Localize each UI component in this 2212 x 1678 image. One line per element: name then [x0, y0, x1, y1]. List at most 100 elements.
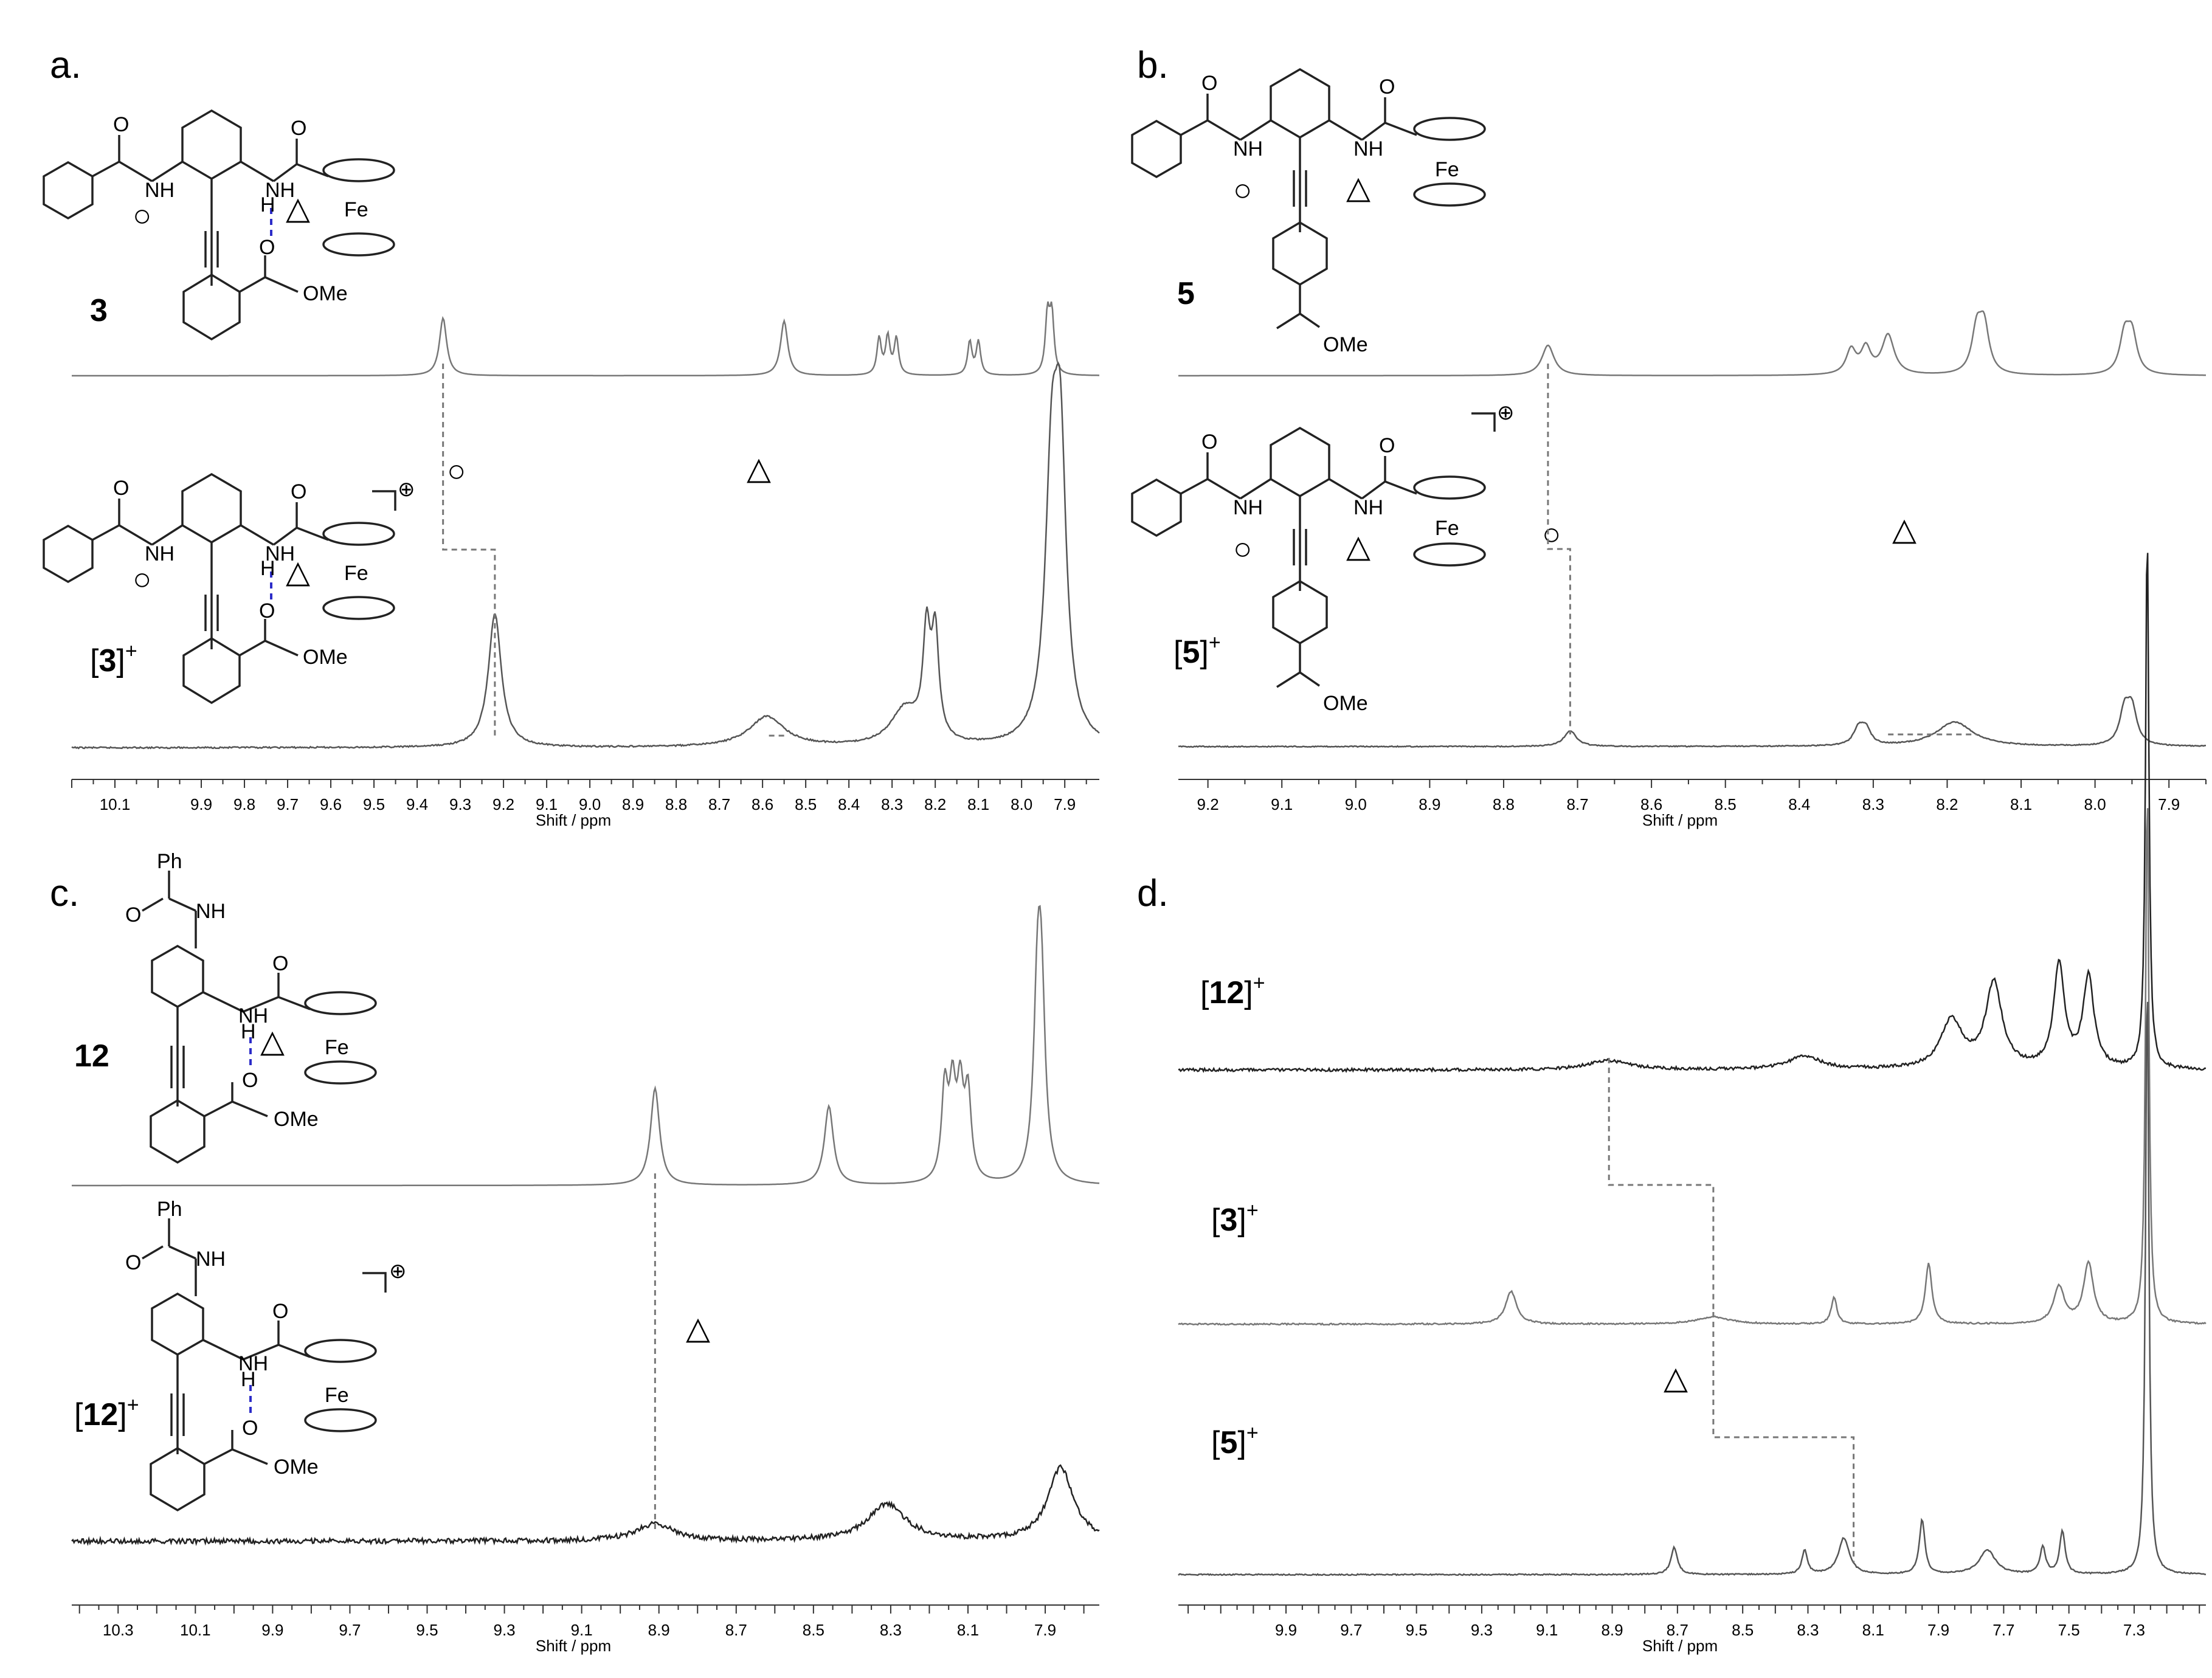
chem-label: O [272, 952, 288, 975]
chem-label: NH [265, 542, 295, 565]
spectrum-trace [1178, 553, 2207, 1073]
spectrum-trace [72, 905, 1100, 1187]
x-tick-label: 8.7 [1566, 795, 1588, 813]
compound-label-12-cation: [12]+ [74, 1393, 139, 1432]
compound-label-12-cation: [12]+ [1200, 972, 1265, 1010]
chem-label: Fe [1435, 517, 1459, 540]
x-tick-label: 9.2 [1197, 795, 1219, 813]
triangle-marker: △ [686, 1311, 710, 1346]
x-tick-label: 8.9 [1419, 795, 1440, 813]
spectrum-trace [72, 301, 1099, 377]
triangle-marker: △ [286, 554, 310, 590]
compound-label-5-cation: [5]+ [1173, 631, 1221, 670]
x-tick-label: 8.5 [1732, 1621, 1754, 1639]
triangle-marker: △ [1346, 170, 1370, 205]
x-tick-label: 9.9 [1275, 1621, 1297, 1639]
x-tick-label: 7.9 [1927, 1621, 1949, 1639]
chem-label: NH [1353, 496, 1383, 519]
structure-5 [1131, 67, 1486, 330]
compound-label-3-cation: [3]+ [1211, 1199, 1259, 1238]
x-tick-label: 8.8 [1493, 795, 1515, 813]
chem-label: NH [238, 1004, 268, 1027]
chem-label: H [260, 557, 275, 580]
x-tick-label: 8.9 [1601, 1621, 1623, 1639]
chem-label: OMe [303, 282, 348, 305]
chem-label: O [242, 1417, 258, 1440]
spectrum-trace [1178, 808, 2207, 1326]
chem-label: NH [238, 1352, 268, 1375]
x-tick-label: 8.1 [2010, 795, 2032, 813]
x-tick-label: 8.7 [725, 1621, 747, 1639]
x-tick-label: 7.9 [1054, 795, 1076, 813]
triangle-marker: △ [286, 191, 310, 226]
shift-connector [1608, 1058, 1715, 1312]
x-tick-label: 9.1 [571, 1621, 593, 1639]
circle-marker: ○ [1542, 517, 1561, 552]
spectrum-trace [71, 361, 1100, 750]
chem-label: OMe [1323, 333, 1368, 356]
x-tick-label: 8.2 [924, 795, 946, 813]
x-tick-label: 9.6 [320, 795, 342, 813]
x-tick-label: 8.9 [648, 1621, 670, 1639]
x-axis-title: Shift / ppm [536, 1637, 611, 1655]
shift-connector [442, 364, 496, 736]
panel-a: a. O NH O NH [43, 44, 771, 705]
chem-label: Fe [344, 198, 368, 221]
x-axis-title: Shift / ppm [1642, 811, 1718, 829]
chem-label: NH [1233, 496, 1263, 519]
spectrum-trace [1178, 1001, 2207, 1576]
chem-label: O [1201, 72, 1217, 95]
chem-label: NH [1233, 137, 1263, 161]
panel-letter-c: c. [50, 872, 79, 914]
chem-label: Fe [325, 1036, 349, 1059]
x-tick-label: 8.3 [880, 1621, 902, 1639]
x-tick-label: 8.1 [957, 1621, 979, 1639]
x-tick-label: 8.3 [1862, 795, 1884, 813]
panel-c: c. Ph O NH NH O H [50, 850, 710, 1512]
circle-marker: ○ [133, 562, 151, 597]
x-tick-label: 8.1 [967, 795, 989, 813]
x-tick-label: 8.1 [1862, 1621, 1884, 1639]
x-tick-label: 8.2 [1936, 795, 1958, 813]
x-tick-label: 9.7 [277, 795, 299, 813]
shift-connector [1547, 364, 1571, 734]
circle-marker: ○ [447, 454, 466, 489]
chem-label: O [1201, 430, 1217, 454]
x-tick-label: 8.7 [1667, 1621, 1688, 1639]
x-tick-label: 7.9 [2158, 795, 2180, 813]
x-tick-label: 7.3 [2123, 1621, 2145, 1639]
x-tick-label: 8.0 [2084, 795, 2106, 813]
compound-label-5: 5 [1177, 276, 1195, 311]
chem-label: O [291, 117, 306, 140]
cation-mark: ⊕ [389, 1260, 407, 1283]
x-tick-label: 9.7 [339, 1621, 361, 1639]
shift-connector [1712, 1312, 1855, 1562]
chem-label: NH [196, 1248, 226, 1271]
chem-label: O [259, 599, 275, 623]
x-tick-label: 9.9 [190, 795, 212, 813]
panel-letter-b: b. [1137, 44, 1169, 86]
x-tick-label: 8.3 [881, 795, 903, 813]
chem-label: O [1379, 75, 1395, 98]
x-tick-label: 8.9 [622, 795, 644, 813]
chem-label: NH [265, 179, 295, 202]
x-tick-label: 10.1 [180, 1621, 211, 1639]
x-tick-label: 9.3 [494, 1621, 516, 1639]
x-tick-label: 8.0 [1011, 795, 1032, 813]
compound-label-3-cation: [3]+ [90, 640, 137, 678]
x-tick-label: 9.5 [416, 1621, 438, 1639]
triangle-marker: △ [1346, 529, 1370, 564]
compound-label-12: 12 [74, 1038, 109, 1074]
chem-label: OMe [1323, 692, 1368, 715]
x-tick-label: 9.1 [536, 795, 558, 813]
x-tick-label: 9.0 [579, 795, 601, 813]
chem-label: Ph [157, 850, 182, 873]
chem-label: OMe [274, 1455, 319, 1479]
circle-marker: ○ [1233, 531, 1252, 567]
x-tick-label: 9.4 [406, 795, 428, 813]
